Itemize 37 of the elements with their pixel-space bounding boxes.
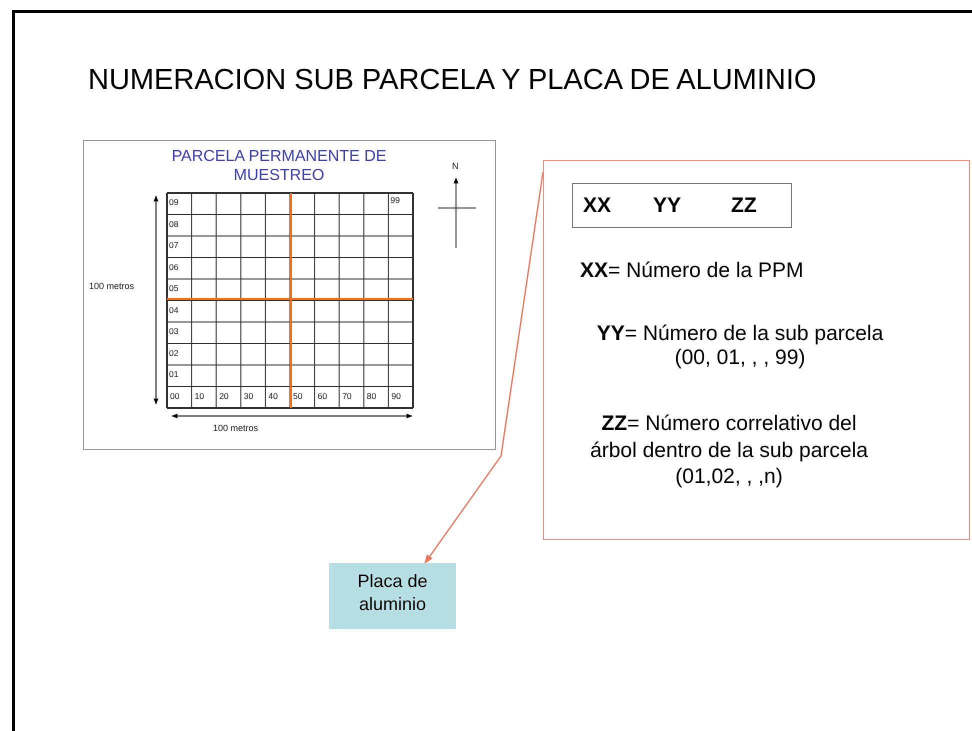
dimension-label: 100 metros: [89, 282, 134, 292]
grid-label: 08: [169, 220, 178, 229]
compass-label: N: [452, 162, 458, 172]
code-panel: [543, 160, 970, 540]
grid-label: 05: [169, 284, 178, 294]
grid-label: 20: [219, 392, 229, 401]
code-box: [572, 183, 792, 228]
grid-label: 60: [318, 392, 328, 401]
definition-text: XX= Número de la PPM: [580, 259, 805, 283]
code-label: YY: [653, 194, 682, 218]
grid-label: 01: [169, 370, 178, 380]
grid-label: 00: [170, 392, 180, 401]
grid-label: 03: [169, 327, 178, 336]
grid-label: 50: [293, 392, 302, 401]
grid-label: 40: [268, 392, 278, 401]
grid-label: 10: [194, 392, 204, 401]
grid-label: 04: [169, 306, 178, 315]
label-box: [329, 563, 456, 629]
definition-text: ZZ= Número correlativo del árbol dentro de la sub parcela (01,02, , ,n): [589, 411, 869, 490]
grid-label: 06: [169, 262, 178, 272]
grid-label: 30: [244, 392, 254, 401]
code-label: XX: [583, 194, 612, 218]
plot-panel: [83, 140, 496, 450]
definition-text: YY= Número de la sub parcela (00, 01, , , 99): [596, 322, 884, 370]
arrow: [424, 172, 544, 564]
grid-label: 70: [342, 392, 352, 401]
slide-title: NUMERACION SUB PARCELA Y PLACA DE ALUMINIO: [88, 64, 816, 97]
label-text: Placa de aluminio: [356, 570, 429, 615]
grid-label: 07: [169, 241, 178, 250]
plot-title: PARCELA PERMANENTE DE MUESTREO: [170, 147, 388, 186]
grid-label: 90: [391, 392, 401, 401]
grid-label: 99: [390, 196, 400, 206]
grid-label: 09: [169, 198, 178, 208]
dimension-label: 100 metros: [213, 424, 258, 434]
grid-label: 02: [169, 348, 178, 358]
code-label: ZZ: [731, 194, 757, 218]
grid-label: 80: [366, 392, 376, 401]
